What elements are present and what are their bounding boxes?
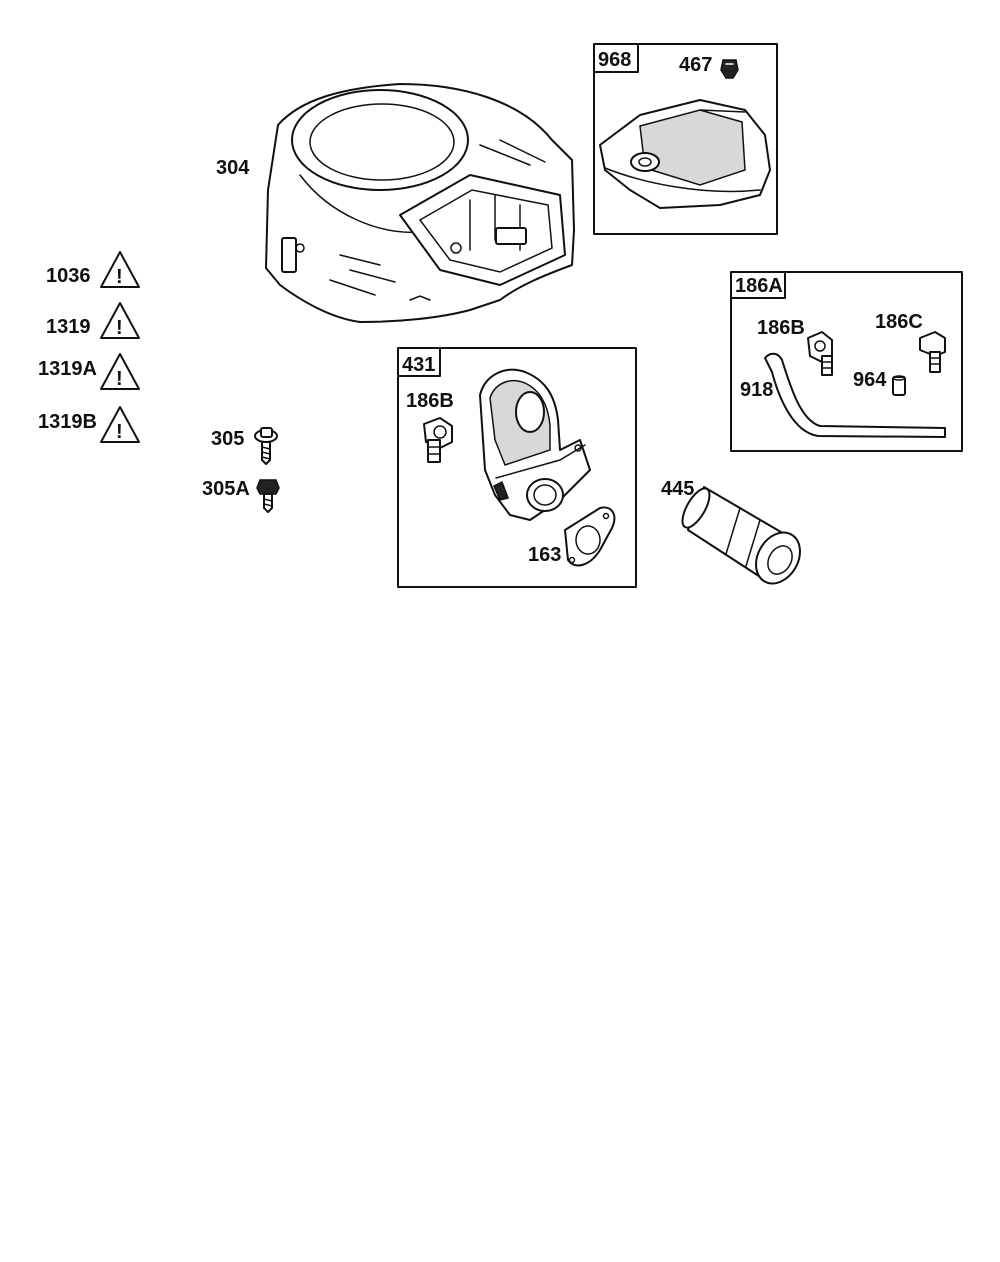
part-304-blower-housing[interactable] xyxy=(265,83,575,323)
label-1319A: 1319A xyxy=(38,358,97,380)
label-304: 304 xyxy=(216,157,250,179)
warning-icon: ! xyxy=(100,406,140,443)
part-305A-screw[interactable] xyxy=(256,479,280,513)
warning-icon: ! xyxy=(100,251,140,288)
part-163-gasket[interactable] xyxy=(564,506,616,567)
label-964: 964 xyxy=(853,369,887,391)
box-186A-tag xyxy=(730,271,786,299)
warning-1319A[interactable]: 1319A ! xyxy=(38,353,140,390)
svg-text:!: ! xyxy=(116,368,123,390)
label-467: 467 xyxy=(679,54,712,76)
part-305-screw[interactable] xyxy=(254,427,278,465)
warning-1319[interactable]: 1319 ! xyxy=(46,302,140,339)
label-918: 918 xyxy=(740,379,773,401)
part-918-hose[interactable] xyxy=(764,352,946,438)
label-186A: 186A xyxy=(735,275,783,297)
group-186A: 186A 186B 186C 964 918 xyxy=(730,271,963,452)
label-968: 968 xyxy=(598,49,631,71)
part-445-filter[interactable] xyxy=(677,484,809,591)
svg-text:!: ! xyxy=(116,421,123,443)
label-186B-right: 186B xyxy=(757,317,805,339)
svg-text:!: ! xyxy=(116,266,123,288)
part-968-cover[interactable] xyxy=(599,99,771,209)
group-968: 968 467 xyxy=(593,43,778,235)
part-186B-elbow-left[interactable] xyxy=(423,417,453,463)
part-964-clamp[interactable] xyxy=(892,375,906,396)
label-445: 445 xyxy=(661,478,694,500)
part-431-base[interactable] xyxy=(479,368,591,521)
part-186C-fitting[interactable] xyxy=(919,331,946,373)
label-186B-left: 186B xyxy=(406,390,454,412)
box-431-tag xyxy=(397,347,441,377)
label-1319: 1319 xyxy=(46,316,91,338)
label-1319B: 1319B xyxy=(38,411,97,433)
warning-icon: ! xyxy=(100,353,140,390)
warning-1319B[interactable]: 1319B ! xyxy=(38,406,140,443)
label-186C: 186C xyxy=(875,311,923,333)
label-305: 305 xyxy=(211,428,244,450)
part-467-knob[interactable] xyxy=(720,59,739,79)
label-1036: 1036 xyxy=(46,265,91,287)
group-431: 431 186B 163 xyxy=(397,347,637,588)
svg-text:!: ! xyxy=(116,317,123,339)
part-186B-elbow-right[interactable] xyxy=(807,331,833,376)
label-163: 163 xyxy=(528,544,561,566)
label-431: 431 xyxy=(402,354,435,376)
box-968-tag xyxy=(593,43,639,73)
label-305A: 305A xyxy=(202,478,250,500)
warning-1036[interactable]: 1036 ! xyxy=(46,251,140,288)
warning-icon: ! xyxy=(100,302,140,339)
